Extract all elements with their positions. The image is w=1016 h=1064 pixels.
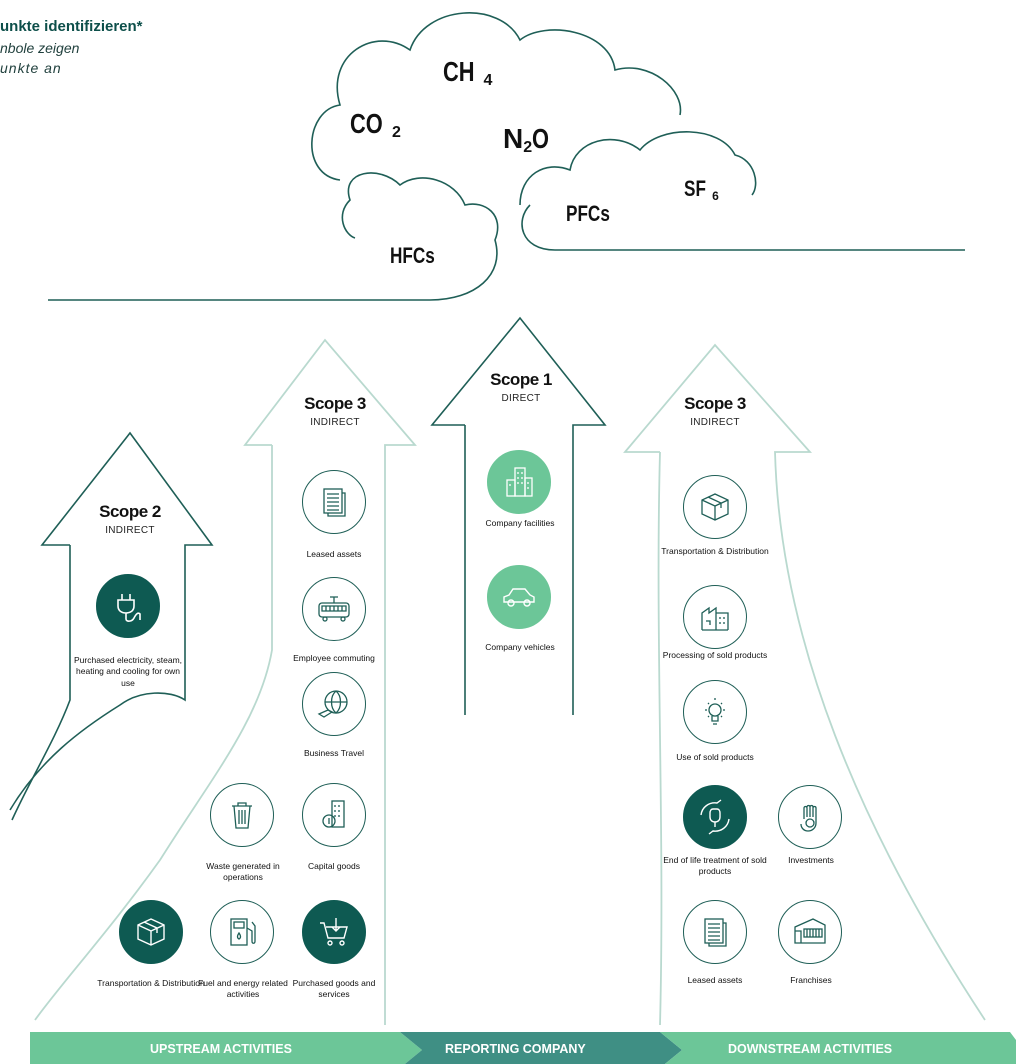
gas-pfcs: PFCs — [566, 201, 610, 226]
emissions-clouds — [48, 12, 965, 301]
header-title: unkte identifizieren* — [0, 18, 143, 35]
label-processing: Processing of sold products — [662, 650, 768, 660]
label-purchased-goods: Purchased goods and services — [292, 978, 376, 1000]
lightbulb-icon — [683, 680, 747, 744]
hand-coin-icon — [778, 785, 842, 849]
label-leased-assets-downstream: Leased assets — [687, 975, 743, 985]
trash-icon — [210, 783, 274, 847]
gas-hfcs: HFCs — [390, 243, 435, 268]
header-subtitle-2: unkte an — [0, 60, 62, 76]
label-leased-assets-upstream: Leased assets — [306, 549, 362, 559]
car-icon — [487, 565, 551, 629]
bar-upstream: UPSTREAM ACTIVITIES — [150, 1042, 292, 1056]
scope3-upstream-arrow — [34, 338, 417, 1025]
document-icon — [683, 900, 747, 964]
globe-plane-icon — [302, 672, 366, 736]
storefront-icon — [778, 900, 842, 964]
gas-n2o: N2O — [503, 123, 550, 157]
label-employee-commuting: Employee commuting — [293, 653, 375, 663]
label-fuel-energy: Fuel and energy related activities — [198, 978, 288, 1000]
scope1-arrow — [430, 316, 607, 715]
document-icon — [302, 470, 366, 534]
recycle-icon — [683, 785, 747, 849]
buildings-icon — [487, 450, 551, 514]
tram-icon — [302, 577, 366, 641]
header-subtitle-1: nbole zeigen — [0, 40, 80, 56]
fuel-pump-icon — [210, 900, 274, 964]
box-icon — [683, 475, 747, 539]
label-investments: Investments — [788, 855, 834, 865]
label-transport-upstream: Transportation & Distribution — [97, 978, 205, 988]
label-business-travel: Business Travel — [304, 748, 364, 758]
label-purchased-electricity: Purchased electricity, steam, heating an… — [73, 655, 183, 688]
plug-icon — [96, 574, 160, 638]
cart-icon — [302, 900, 366, 964]
building-coin-icon — [302, 783, 366, 847]
scope3-downstream-arrow — [623, 343, 986, 1026]
label-waste: Waste generated in operations — [206, 861, 280, 883]
label-company-facilities: Company facilities — [485, 518, 555, 528]
label-end-of-life: End of life treatment of sold products — [663, 855, 767, 877]
label-capital-goods: Capital goods — [308, 861, 360, 871]
box-icon — [119, 900, 183, 964]
label-transport-downstream: Transportation & Distribution — [661, 546, 769, 556]
label-use-sold: Use of sold products — [676, 752, 754, 762]
factory-icon — [683, 585, 747, 649]
scope2-arrow — [9, 431, 214, 821]
label-franchises: Franchises — [790, 975, 832, 985]
label-company-vehicles: Company vehicles — [485, 642, 555, 652]
bar-reporting: REPORTING COMPANY — [445, 1042, 586, 1056]
activity-bar — [30, 1032, 1016, 1064]
bar-downstream: DOWNSTREAM ACTIVITIES — [728, 1042, 893, 1056]
